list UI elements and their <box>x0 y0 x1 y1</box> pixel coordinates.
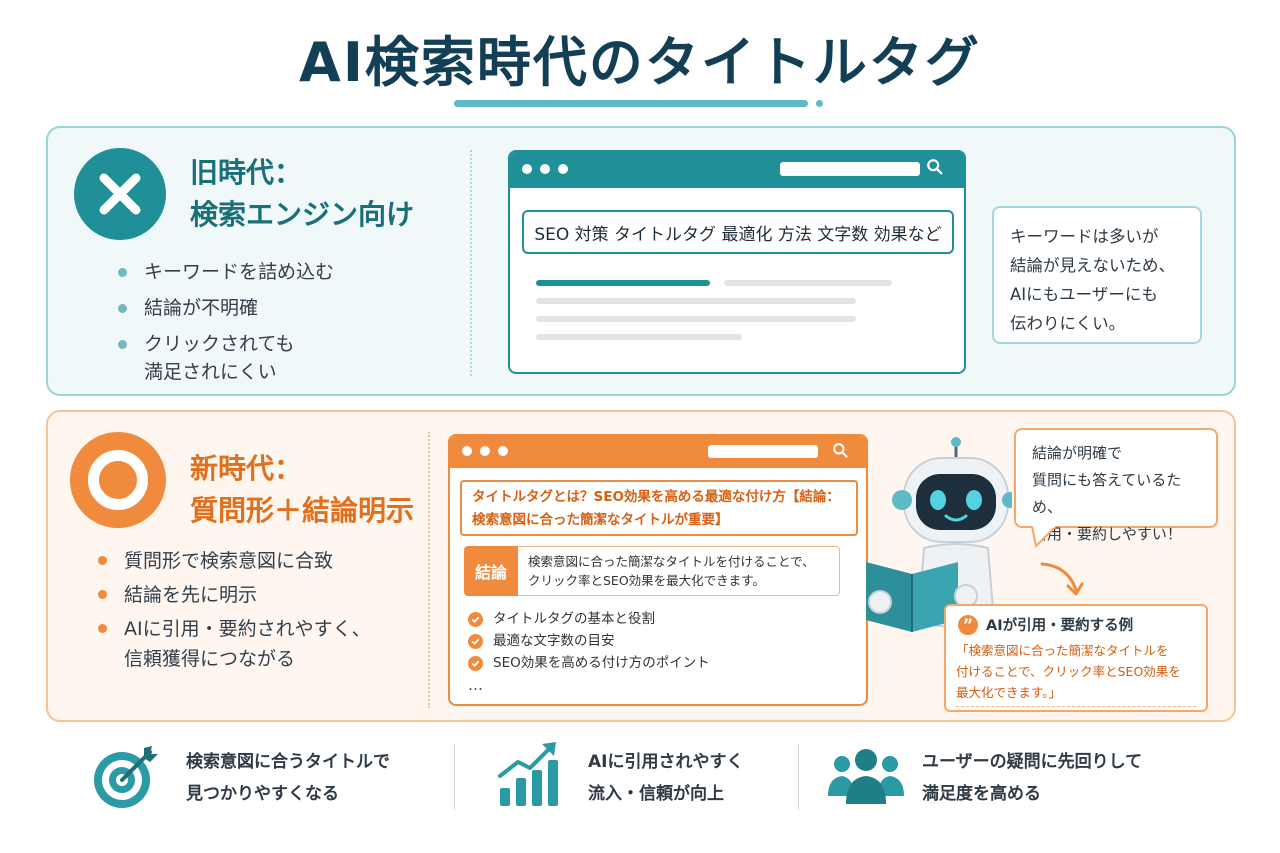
circle-icon <box>70 432 166 528</box>
divider <box>470 150 472 376</box>
note-line: キーワードは多いが <box>1010 227 1159 246</box>
benefit-line: ユーザーの疑問に先回りして <box>922 752 1143 772</box>
old-era-title-line2: 検索エンジン向け <box>190 198 415 231</box>
robot-icon <box>866 437 1012 632</box>
ellipsis: … <box>468 676 484 694</box>
example-line: 最大化できます。」 <box>956 685 1062 700</box>
list-item: キーワードを詰め込む <box>116 258 446 286</box>
ai-citation-example: ” AIが引用・要約する例 「検索意図に合った簡潔なタイトルを 付けることで、ク… <box>944 604 1208 712</box>
old-era-note: キーワードは多いが 結論が見えないため、 AIにもユーザーにも 伝わりにくい。 <box>992 206 1202 344</box>
search-icon <box>833 443 848 458</box>
title-tag-line: タイトルタグとは？SEO効果を高める最適な付け方【結論： <box>472 489 840 505</box>
growth-chart-icon <box>498 742 558 806</box>
old-era-title: 旧時代： 検索エンジン向け <box>190 152 414 236</box>
list-item: SEO効果を高める付け方のポイント <box>468 652 710 674</box>
title-underline <box>454 100 808 107</box>
conclusion-label: 結論 <box>464 546 518 596</box>
arrow-icon <box>1040 562 1084 596</box>
benefit-1-text: 検索意図に合うタイトルで 見つかりやすくなる <box>186 746 390 810</box>
new-era-title-line2: 質問形＋結論明示 <box>190 494 415 527</box>
note-line: 伝わりにくい。 <box>1010 314 1126 333</box>
placeholder-line <box>536 316 856 322</box>
divider <box>454 744 455 810</box>
benefit-3-text: ユーザーの疑問に先回りして 満足度を高める <box>922 746 1142 810</box>
x-icon <box>74 148 166 240</box>
speech-bubble: 結論が明確で 質問にも答えているため、 引用・要約しやすい！ <box>1014 428 1218 543</box>
new-title-tag: タイトルタグとは？SEO効果を高める最適な付け方【結論： 検索意図に合った簡潔な… <box>460 480 858 536</box>
list-item: タイトルタグの基本と役割 <box>468 608 710 630</box>
title-dot <box>816 100 823 107</box>
benefit-line: 流入・信頼が向上 <box>588 784 724 804</box>
old-browser-window: SEO 対策 タイトルタグ 最適化 方法 文字数 効果など <box>508 150 966 374</box>
bubble-tail <box>1030 526 1058 548</box>
benefit-2-text: AIに引用されやすく 流入・信頼が向上 <box>588 746 743 810</box>
new-era-title-line1: 新時代： <box>190 452 303 485</box>
search-icon <box>927 159 943 175</box>
new-era-title: 新時代： 質問形＋結論明示 <box>190 448 414 532</box>
page-title: AI検索時代のタイトルタグ <box>299 31 981 94</box>
note-line: 結論が見えないため、 <box>1010 256 1175 275</box>
check-icon <box>468 633 483 649</box>
browser-titlebar <box>450 436 866 468</box>
bullet-line: AIに引用・要約されやすく、 <box>124 618 371 640</box>
browser-titlebar <box>510 152 964 188</box>
check-icon <box>468 655 483 671</box>
checklist: タイトルタグの基本と役割 最適な文字数の目安 SEO効果を高める付け方のポイント <box>468 608 710 674</box>
bubble-line: 質問にも答えているため、 <box>1032 471 1182 516</box>
divider <box>798 744 799 810</box>
benefit-line: 見つかりやすくなる <box>186 784 339 804</box>
note-line: AIにもユーザーにも <box>1010 285 1158 304</box>
window-dots <box>522 164 568 174</box>
target-icon <box>94 746 158 808</box>
example-line: 「検索意図に合った簡潔なタイトルを <box>956 643 1169 658</box>
users-icon <box>828 749 904 804</box>
benefit-line: AIに引用されやすく <box>588 752 744 772</box>
divider <box>428 432 430 708</box>
bubble-line: 引用・要約しやすい！ <box>1032 525 1182 543</box>
list-item: 結論を先に明示 <box>96 580 426 610</box>
placeholder-line <box>536 280 710 286</box>
check-icon <box>468 611 483 627</box>
list-item: クリックされても満足されにくい <box>116 330 446 386</box>
url-bar <box>780 162 920 176</box>
conclusion-text: 検索意図に合った簡潔なタイトルを付けることで、 クリック率とSEO効果を最大化で… <box>518 546 840 596</box>
example-heading: ” AIが引用・要約する例 <box>958 614 1133 635</box>
dashed-divider <box>956 706 1196 707</box>
window-dots <box>462 446 508 456</box>
bullet-line: 信頼獲得につながる <box>124 648 296 670</box>
check-label: SEO効果を高める付け方のポイント <box>493 655 710 671</box>
conclusion-row: 結論 検索意図に合った簡潔なタイトルを付けることで、 クリック率とSEO効果を最… <box>464 546 840 596</box>
bubble-line: 結論が明確で <box>1032 444 1123 462</box>
example-line: 付けることで、クリック率とSEO効果を <box>956 664 1181 679</box>
new-era-bullets: 質問形で検索意図に合致 結論を先に明示 AIに引用・要約されやすく、信頼獲得につ… <box>96 546 426 678</box>
conclusion-line: 検索意図に合った簡潔なタイトルを付けることで、 <box>528 554 815 569</box>
example-text: 「検索意図に合った簡潔なタイトルを 付けることで、クリック率とSEO効果を 最大… <box>956 640 1200 703</box>
list-item: AIに引用・要約されやすく、信頼獲得につながる <box>96 614 426 674</box>
conclusion-line: クリック率とSEO効果を最大化できます。 <box>528 573 765 588</box>
bullet-line: クリックされても <box>144 333 295 355</box>
old-title-tag: SEO 対策 タイトルタグ 最適化 方法 文字数 効果など <box>522 210 954 254</box>
quote-icon: ” <box>958 614 978 635</box>
placeholder-line <box>536 298 856 304</box>
title-tag-line: 検索意図に合った簡潔なタイトルが重要】 <box>472 512 729 528</box>
benefit-line: 検索意図に合うタイトルで <box>186 752 390 772</box>
url-bar <box>708 445 818 458</box>
check-label: 最適な文字数の目安 <box>493 633 615 649</box>
placeholder-line <box>536 334 742 340</box>
new-browser-window: タイトルタグとは？SEO効果を高める最適な付け方【結論： 検索意図に合った簡潔な… <box>448 434 868 706</box>
placeholder-line <box>724 280 892 286</box>
example-heading-text: AIが引用・要約する例 <box>986 618 1134 634</box>
list-item: 最適な文字数の目安 <box>468 630 710 652</box>
list-item: 質問形で検索意図に合致 <box>96 546 426 576</box>
list-item: 結論が不明確 <box>116 294 446 322</box>
benefit-line: 満足度を高める <box>922 784 1041 804</box>
check-label: タイトルタグの基本と役割 <box>493 611 655 627</box>
bullet-line: 満足されにくい <box>144 361 277 383</box>
old-era-bullets: キーワードを詰め込む 結論が不明確 クリックされても満足されにくい <box>116 258 446 394</box>
old-era-title-line1: 旧時代： <box>190 156 303 189</box>
